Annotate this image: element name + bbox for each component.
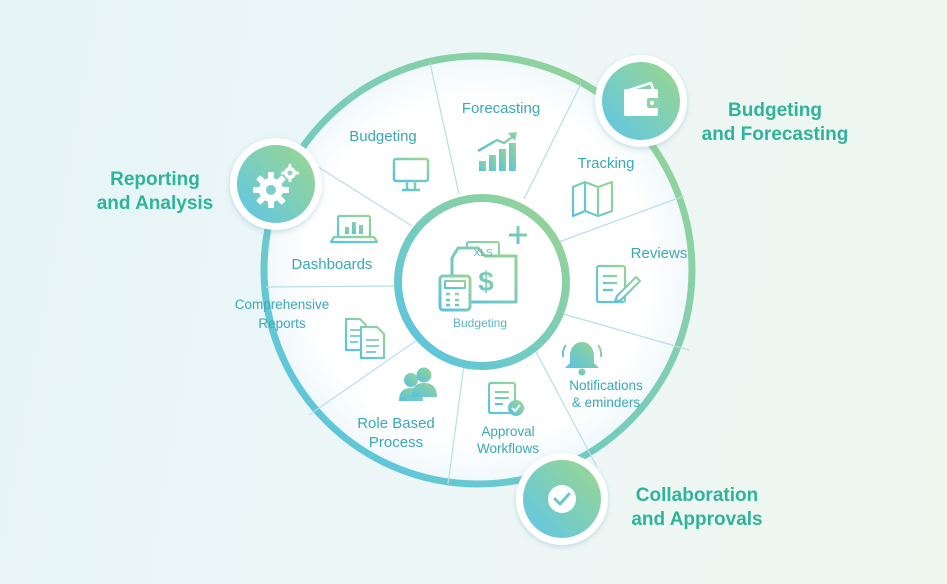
- hub-budgeting-forecasting: [595, 55, 687, 147]
- segment-label-forecasting: Forecasting: [462, 100, 540, 117]
- laptop-chart-icon: [329, 214, 379, 244]
- hub-collaboration: [516, 453, 608, 545]
- segment-label-dashboards: Dashboards: [292, 256, 373, 273]
- segment-dividers: [265, 62, 690, 485]
- document-check-icon: [487, 381, 524, 416]
- outer-ring: [260, 52, 696, 488]
- center-budget-icon: [438, 226, 527, 312]
- segment-label-notifications: Notifications& eminders: [569, 378, 643, 410]
- center-label: Budgeting: [453, 316, 507, 330]
- document-edit-icon: [595, 264, 642, 304]
- bar-chart-up-icon: [477, 132, 517, 171]
- wallet-icon: [624, 81, 660, 116]
- segment-label-tracking: Tracking: [578, 155, 635, 172]
- monitor-icon: [392, 157, 430, 192]
- gears-icon: [253, 164, 299, 208]
- bell-icon: [561, 342, 603, 376]
- center-dollar-icon: $: [478, 266, 494, 297]
- map-icon: [571, 180, 614, 218]
- users-icon: [399, 367, 437, 401]
- center-tag-xls: XLS: [474, 248, 493, 259]
- segment-label-reviews: Reviews: [631, 245, 688, 262]
- hub-reporting: [230, 138, 322, 230]
- segment-label-budgeting: Budgeting: [349, 128, 417, 145]
- documents-icon: [344, 317, 386, 360]
- check-icon: [548, 485, 576, 513]
